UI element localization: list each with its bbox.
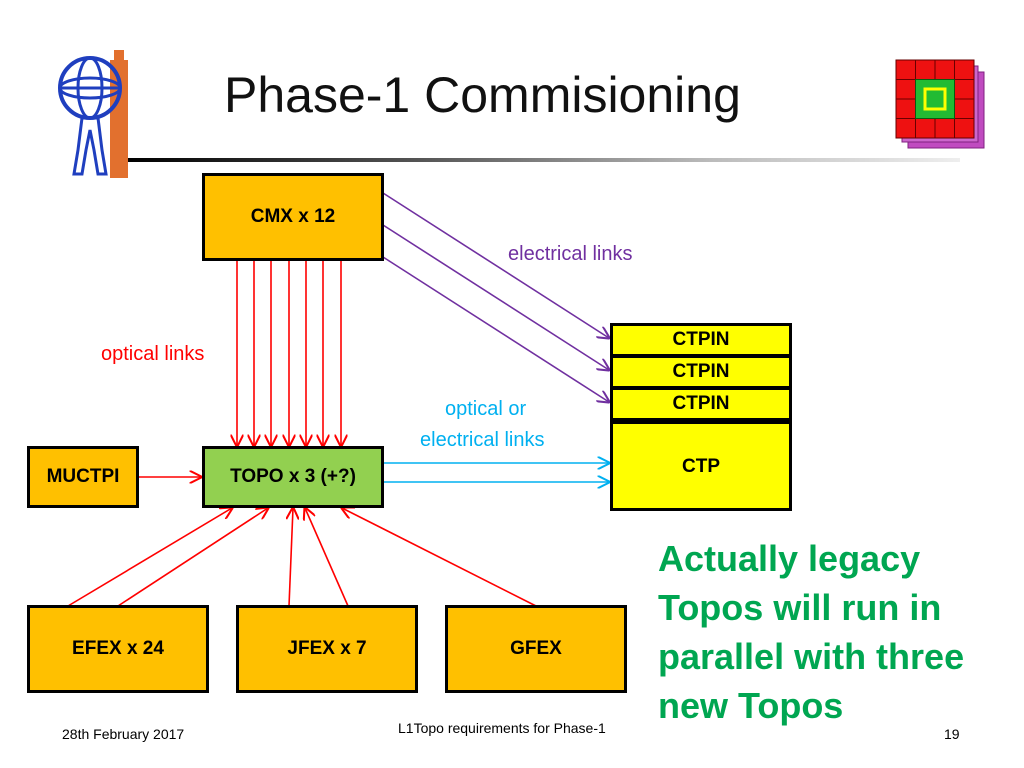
electrical-links-label: electrical links (508, 243, 633, 265)
cmx-box: CMX x 12 (202, 173, 384, 261)
muctpi-label: MUCTPI (46, 466, 120, 487)
efex-box: EFEX x 24 (27, 605, 209, 693)
optical-or-label: optical or (445, 398, 527, 420)
note-line-1: Actually legacy (658, 538, 921, 579)
jfex-box: JFEX x 7 (236, 605, 418, 693)
ctpin-box-1: CTPIN (610, 323, 792, 357)
title-divider (128, 158, 960, 162)
ctp-box: CTP (610, 421, 792, 511)
jfex-to-topo-link-1 (289, 508, 293, 607)
slide-title: Phase-1 Commisioning (224, 67, 741, 123)
efex-label: EFEX x 24 (72, 638, 164, 659)
electrical-link-1 (382, 192, 609, 338)
gfex-to-topo-link (342, 508, 537, 607)
topo-box: TOPO x 3 (+?) (202, 446, 384, 508)
efex-to-topo-link-2 (117, 508, 268, 607)
ctpin-label-1: CTPIN (672, 329, 730, 350)
ctpin-box-3: CTPIN (610, 387, 792, 421)
electrical-links-label-2: electrical links (420, 429, 545, 451)
optical-links-label: optical links (101, 343, 205, 365)
ctpin-label-3: CTPIN (672, 393, 730, 414)
electrical-link-3 (382, 256, 609, 402)
note-line-2: Topos will run in (658, 587, 942, 628)
jfex-to-topo-link-2 (305, 508, 349, 607)
topo-label: TOPO x 3 (+?) (230, 466, 356, 487)
note-line-3: parallel with three (658, 636, 965, 677)
legacy-topo-note: Actually legacy Topos will run in parall… (658, 534, 1018, 730)
note-line-4: new Topos (658, 685, 844, 726)
ctpin-box-2: CTPIN (610, 355, 792, 389)
footer-title: L1Topo requirements for Phase-1 (398, 720, 606, 736)
cmx-label: CMX x 12 (250, 206, 336, 227)
footer-date: 28th February 2017 (62, 726, 185, 742)
page-number: 19 (944, 726, 960, 742)
ctpin-label-2: CTPIN (672, 361, 730, 382)
electrical-link-2 (382, 224, 609, 370)
ctp-label: CTP (682, 456, 720, 477)
gfex-box: GFEX (445, 605, 627, 693)
muctpi-box: MUCTPI (27, 446, 139, 508)
gfex-label: GFEX (510, 638, 562, 659)
atlas-logo-icon (58, 50, 128, 178)
calorimeter-grid-icon (895, 59, 985, 149)
efex-to-topo-link-1 (67, 508, 232, 607)
jfex-label: JFEX x 7 (287, 638, 367, 659)
